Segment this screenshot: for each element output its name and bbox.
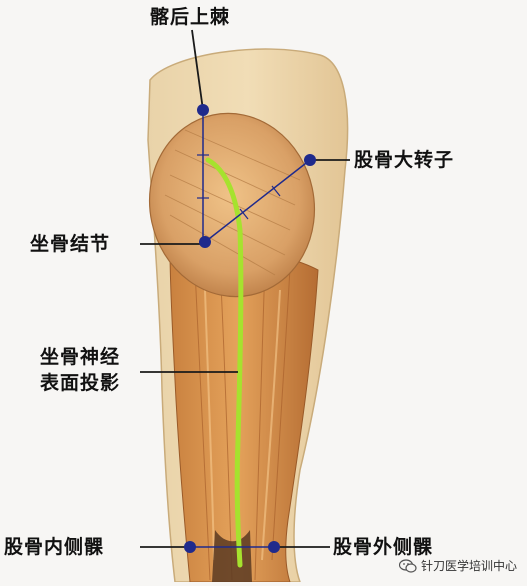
tuberosity-trochanter-line bbox=[204, 159, 311, 243]
label-sciatic-nerve-1: 坐骨神经 bbox=[40, 346, 121, 368]
marker-ischial-tuberosity bbox=[199, 236, 211, 248]
leader-iliac bbox=[191, 29, 204, 111]
label-iliac-crest: 髂后上棘 bbox=[150, 6, 231, 28]
marker-medial-condyle bbox=[184, 541, 196, 553]
watermark: 针刀医学培训中心 bbox=[398, 557, 517, 574]
marker-lateral-condyle bbox=[268, 541, 280, 553]
label-lateral-condyle: 股骨外侧髁 bbox=[333, 536, 434, 558]
muscle-highlights bbox=[204, 289, 281, 561]
watermark-text: 针刀医学培训中心 bbox=[420, 559, 517, 573]
popliteal-fossa bbox=[212, 530, 252, 582]
gluteus-maximus bbox=[148, 112, 316, 298]
label-medial-condyle: 股骨内侧髁 bbox=[4, 536, 105, 558]
wechat-icon bbox=[398, 558, 417, 573]
sciatic-nerve-projection bbox=[205, 157, 244, 568]
label-sciatic-nerve-2: 表面投影 bbox=[40, 372, 121, 394]
label-ischial-tuberosity: 坐骨结节 bbox=[30, 233, 111, 255]
marker-greater-trochanter bbox=[304, 154, 316, 166]
gluteal-fibers bbox=[164, 129, 301, 276]
marker-iliac-crest bbox=[197, 104, 209, 116]
label-greater-trochanter: 股骨大转子 bbox=[354, 149, 455, 171]
